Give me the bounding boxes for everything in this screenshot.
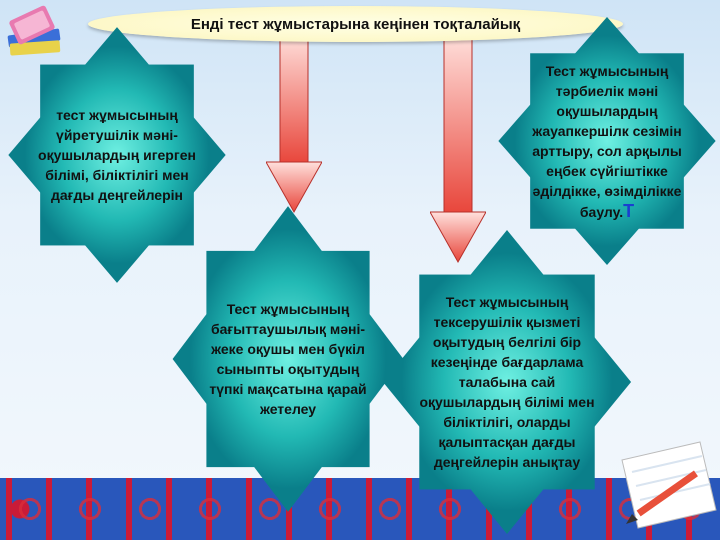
paper-pencil-icon: [621, 441, 717, 529]
star-center-text: Тест жұмысының бағыттаушылық мәні- жеке …: [209, 301, 367, 417]
info-star-right-top: Тест жұмысының тәрбиелік мәні оқушыларды…: [494, 12, 720, 270]
decorative-ornament-border: [0, 478, 720, 540]
down-arrow-right: [430, 34, 486, 264]
star-right-top-accent: Т: [623, 200, 635, 221]
info-star-left: тест жұмысының үйретушілік мәні- оқушыла…: [4, 22, 230, 288]
page-title: Енді тест жұмыстарына кеңінен тоқталайық: [88, 6, 623, 42]
star-left-text: тест жұмысының үйретушілік мәні- оқушыла…: [38, 107, 196, 203]
down-arrow-left: [266, 34, 322, 214]
star-shape: [172, 206, 404, 512]
info-star-center: Тест жұмысының бағыттаушылық мәні- жеке …: [168, 200, 408, 518]
info-star-right-bottom: Тест жұмысының тексерушілік қызметі оқыт…: [378, 224, 636, 540]
star-right-top-body: Тест жұмысының тәрбиелік мәні оқушыларды…: [532, 62, 682, 220]
books-icon: [7, 5, 61, 56]
star-shape: [8, 27, 226, 283]
star-right-top-text: Тест жұмысының тәрбиелік мәні оқушыларды…: [511, 61, 703, 222]
star-shape: [498, 16, 716, 266]
star-right-bottom-text: Тест жұмысының тексерушілік қызметі оқыт…: [419, 294, 595, 470]
star-shape: [382, 230, 632, 534]
